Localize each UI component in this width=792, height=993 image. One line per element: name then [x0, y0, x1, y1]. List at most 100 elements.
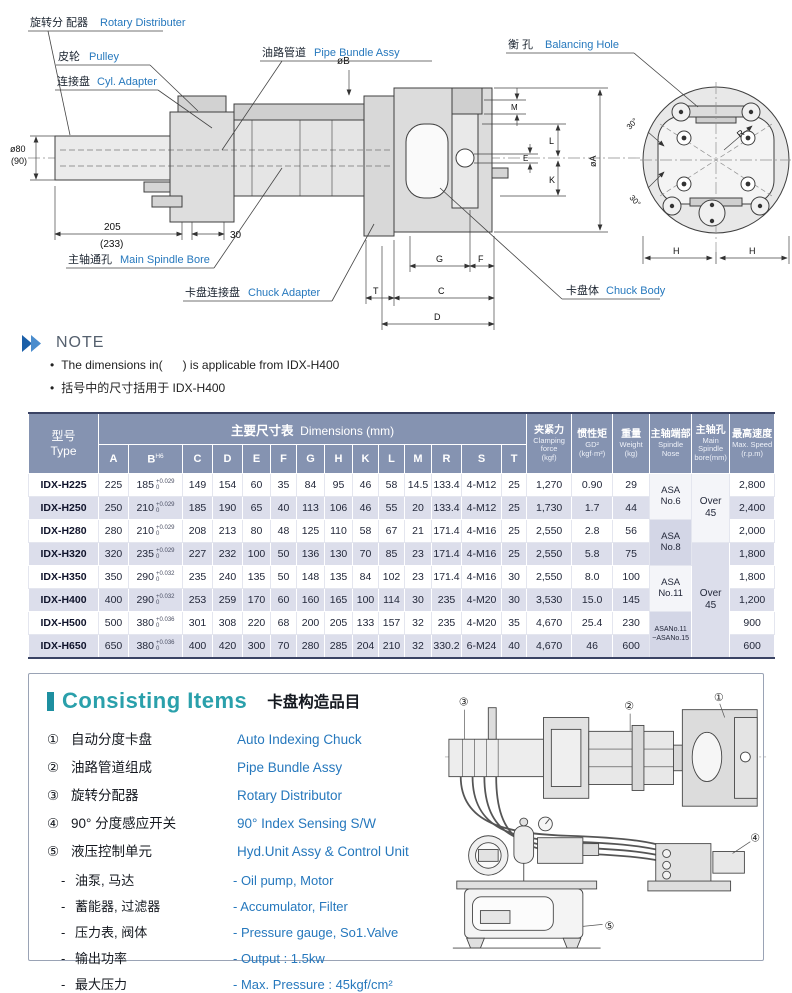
table-cell: 170 — [242, 588, 271, 612]
dim-M: M — [511, 103, 518, 112]
subitem-label-en: - Accumulator, Filter — [233, 899, 348, 914]
dim-E: E — [523, 154, 528, 163]
callout-pulley-cn: 皮轮 — [58, 49, 80, 63]
table-cell: 46 — [571, 634, 614, 659]
table-cell: 44 — [612, 496, 651, 520]
hydraulic-unit — [452, 816, 601, 949]
section-bar-icon — [47, 691, 54, 711]
column-header-m: M — [404, 444, 432, 474]
table-cell: 25.4 — [571, 611, 614, 635]
item-number: ③ — [47, 788, 60, 803]
item-markers: ③ ② ① ④ ⑤ — [459, 692, 760, 933]
consisting-subitem: -压力表, 阀体- Pressure gauge, So1.Valve — [61, 922, 439, 941]
table-cell: 235 — [182, 565, 213, 589]
item-label-en: Auto Indexing Chuck — [237, 732, 362, 747]
table-cell: 136 — [296, 542, 325, 566]
item-label-en: 90° Index Sensing S/W — [237, 816, 376, 831]
table-cell: 1,270 — [526, 473, 573, 497]
column-header-r: R — [431, 444, 462, 474]
table-cell: 232 — [212, 542, 243, 566]
table-cell: 220 — [242, 611, 271, 635]
bullet-icon: • — [50, 358, 55, 372]
table-cell: 25 — [500, 473, 528, 497]
table-cell: 32 — [404, 634, 432, 659]
table-cell: 48 — [270, 519, 297, 543]
subitem-label-en: - Pressure gauge, So1.Valve — [233, 925, 399, 940]
column-header-k: K — [352, 444, 379, 474]
item-label-cn: 液压控制单元 — [71, 844, 152, 859]
table-cell: 68 — [270, 611, 297, 635]
table-cell: 130 — [324, 542, 353, 566]
item-number: ⑤ — [47, 844, 60, 859]
item-label-cn: 自动分度卡盘 — [71, 732, 152, 747]
table-cell: 157 — [378, 611, 405, 635]
table-cell: 46 — [352, 496, 379, 520]
table-cell: 1,800 — [729, 542, 776, 566]
table-cell: 23 — [404, 542, 432, 566]
consisting-item: ⑤ 液压控制单元 Hyd.Unit Assy & Control Unit — [47, 840, 439, 860]
table-cell: 50 — [270, 565, 297, 589]
consisting-subitem: -油泵, 马达- Oil pump, Motor — [61, 870, 439, 889]
table-cell: 280 — [98, 519, 129, 543]
table-cell: 2,000 — [729, 519, 776, 543]
spindle-nose-cell: ASANo.11~ASANo.15 — [649, 611, 693, 659]
table-cell: 300 — [242, 634, 271, 659]
table-cell: 420 — [212, 634, 243, 659]
callout-chuck-adapter-cn: 卡盘连接盘 — [185, 285, 240, 299]
table-cell: 35 — [500, 611, 528, 635]
table-cell: 29 — [612, 473, 651, 497]
table-cell: 70 — [270, 634, 297, 659]
table-cell: 65 — [242, 496, 271, 520]
subitem-label-cn: 油泵, 马达 — [75, 873, 135, 888]
assembly-side-view — [448, 707, 758, 807]
table-cell: 148 — [296, 565, 325, 589]
callout-spindle-bore-cn: 主轴通孔 — [68, 252, 112, 266]
dim-H-right: H — [749, 246, 756, 256]
table-cell: 50 — [270, 542, 297, 566]
table-cell: 250 — [98, 496, 129, 520]
column-header-f: F — [270, 444, 297, 474]
item-label-en: Hyd.Unit Assy & Control Unit — [237, 844, 409, 859]
table-cell: 330.2 — [431, 634, 462, 659]
table-cell: 60 — [242, 473, 271, 497]
model-name: IDX-H280 — [28, 519, 99, 543]
note-line-2: •括号中的尺寸括用于 IDX-H400 — [50, 381, 226, 395]
item-label-cn: 油路管道组成 — [71, 760, 152, 775]
table-cell: 3,530 — [526, 588, 573, 612]
note-title: NOTE — [56, 334, 105, 351]
note-line-1: •The dimensions in( ) is applicable from… — [50, 358, 340, 372]
table-cell: 32 — [404, 611, 432, 635]
table-cell: 133.4 — [431, 473, 462, 497]
table-cell: 2,800 — [729, 473, 776, 497]
subitem-label-cn: 输出功率 — [75, 951, 128, 966]
dim-233: (233) — [100, 239, 123, 250]
table-cell: 4-M20 — [461, 611, 502, 635]
model-name: IDX-H350 — [28, 565, 99, 589]
table-cell: 2,550 — [526, 565, 573, 589]
table-cell: 600 — [612, 634, 651, 659]
dim-205: 205 — [104, 222, 121, 233]
dim-dia90: (90) — [11, 156, 27, 166]
item-number: ① — [47, 732, 60, 747]
dash-icon: - — [61, 899, 66, 914]
table-cell: 58 — [378, 473, 405, 497]
table-cell: 1,200 — [729, 588, 776, 612]
dim-dia80: ø80 — [10, 144, 26, 154]
table-cell: 23 — [404, 565, 432, 589]
table-cell: 85 — [378, 542, 405, 566]
